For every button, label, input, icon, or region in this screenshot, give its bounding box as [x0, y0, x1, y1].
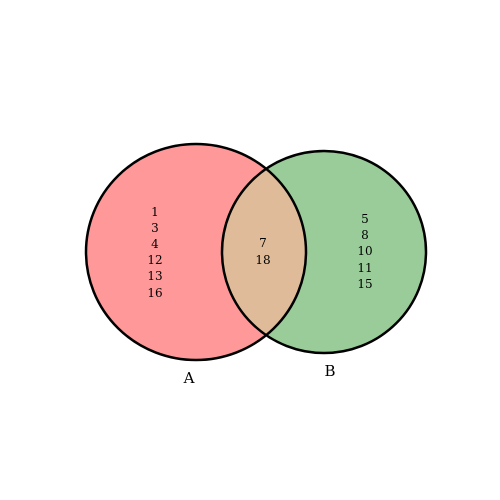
b-only-member: 15: [357, 277, 372, 291]
b-only-member: 5: [361, 212, 369, 226]
b-only-member: 8: [361, 228, 369, 242]
a-only-member: 13: [147, 269, 162, 283]
set-b-label: B: [324, 362, 335, 380]
set-b-outline: [220, 149, 428, 355]
b-only-member: 10: [357, 244, 372, 258]
a-only-member: 3: [151, 221, 159, 235]
a-only-member: 12: [147, 253, 162, 267]
set-a-outline: [84, 142, 308, 362]
intersection-member: 18: [255, 253, 270, 267]
intersection-member: 7: [259, 236, 267, 250]
a-only-member: 4: [151, 237, 159, 251]
a-only-member: 16: [147, 286, 162, 300]
b-only-member: 11: [357, 261, 372, 275]
set-a-label: A: [183, 369, 195, 387]
intersection-region: [222, 151, 306, 353]
a-only-member: 1: [151, 205, 159, 219]
